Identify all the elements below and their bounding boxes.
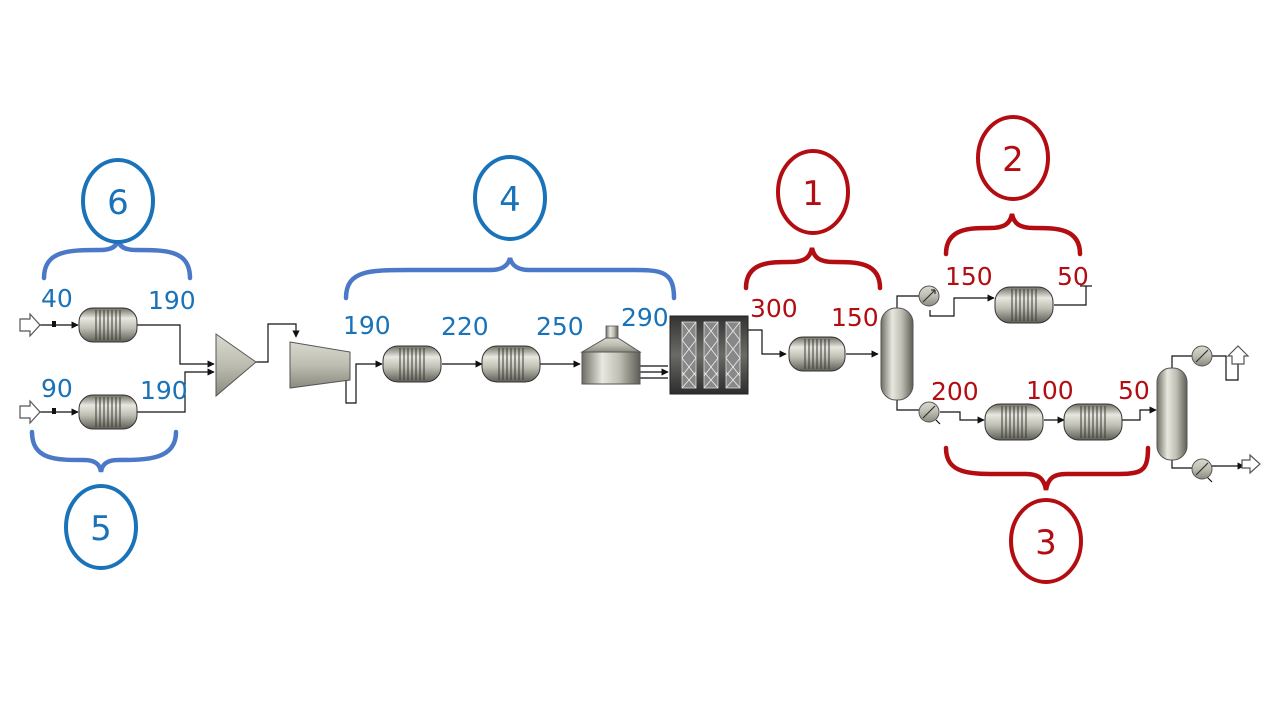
group-bubble-2: 2	[976, 115, 1050, 201]
temp-label: 150	[945, 262, 993, 291]
group-label: 4	[499, 180, 521, 220]
condenser-icon	[918, 285, 940, 307]
temp-label: 190	[140, 376, 188, 405]
group-label: 3	[1035, 523, 1057, 563]
temperature-labels: 40 190 90 190 190 220 250 290 300 150 15…	[41, 262, 1150, 406]
heat-exchanger-icon	[382, 345, 442, 383]
temp-label: 50	[1118, 376, 1150, 405]
inlet-arrow-icon	[19, 399, 41, 425]
temp-label: 250	[536, 312, 584, 341]
outlet-arrow-icon	[1241, 453, 1261, 475]
condenser-icon	[1191, 458, 1213, 480]
group-label: 1	[802, 174, 824, 214]
heat-exchanger-icon	[481, 345, 541, 383]
vessel-icon	[580, 325, 642, 385]
condenser-icon	[1191, 345, 1213, 367]
condenser-icon	[918, 401, 940, 423]
group-bubble-1: 1	[776, 149, 850, 235]
stream-lines	[38, 285, 1245, 483]
group-bubble-4: 4	[473, 155, 547, 241]
group-label: 2	[1002, 140, 1024, 180]
heat-exchanger-icon	[78, 394, 138, 430]
heat-exchanger-icon	[78, 307, 138, 343]
heat-exchanger-icon	[1063, 403, 1123, 441]
group-bubble-5: 5	[64, 484, 138, 570]
group-bubble-3: 3	[1009, 498, 1083, 584]
brace-5	[29, 429, 179, 473]
temp-label: 200	[931, 377, 979, 406]
brace-6	[41, 239, 193, 281]
compressor-icon	[289, 341, 351, 389]
reactor-icon	[669, 315, 749, 395]
group-label: 6	[107, 183, 129, 223]
temp-label: 100	[1026, 376, 1074, 405]
brace-4	[343, 257, 677, 301]
temp-label: 190	[343, 311, 391, 340]
column-icon	[880, 307, 914, 401]
group-bubble-6: 6	[81, 158, 155, 244]
brace-1	[743, 247, 883, 291]
column-icon	[1156, 367, 1188, 461]
heat-exchanger-icon	[994, 286, 1054, 324]
brace-2	[943, 213, 1083, 257]
temp-label: 300	[750, 294, 798, 323]
group-label: 5	[90, 509, 112, 549]
temp-label: 290	[621, 303, 669, 332]
temp-label: 190	[148, 286, 196, 315]
temp-label: 220	[441, 312, 489, 341]
mixer-icon	[215, 333, 257, 398]
inlet-arrow-icon	[19, 312, 41, 338]
brace-3	[943, 445, 1151, 491]
heat-exchanger-icon	[984, 403, 1044, 441]
outlet-arrow-icon	[1226, 345, 1250, 365]
temp-label: 150	[831, 303, 879, 332]
temp-label: 50	[1057, 262, 1089, 291]
temp-label: 40	[41, 284, 73, 313]
heat-exchanger-icon	[788, 336, 846, 372]
temp-label: 90	[41, 374, 73, 403]
